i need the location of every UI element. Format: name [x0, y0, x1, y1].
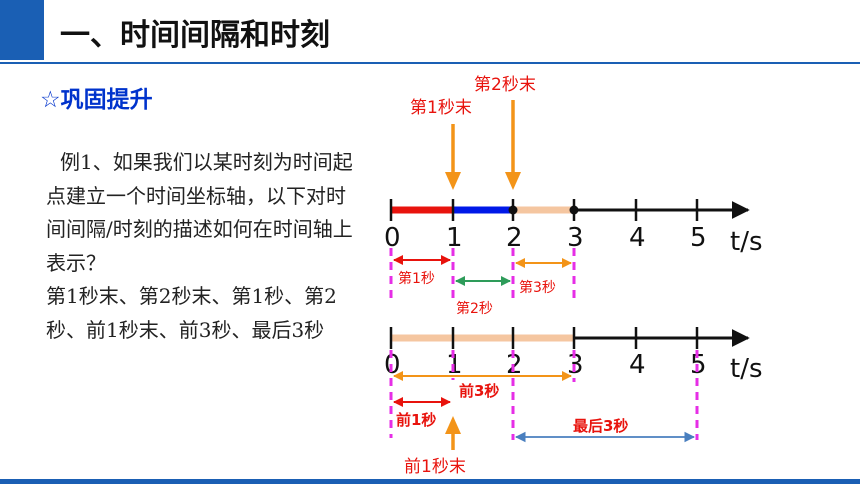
axis2-ticks	[389, 327, 699, 349]
label-first-second: 第1秒	[398, 270, 435, 287]
label-end-of-second-1: 第1秒末	[410, 98, 472, 118]
axis1-tick-4: 4	[629, 223, 646, 253]
arrow-end-of-first-second-head	[445, 416, 461, 434]
label-end-of-second-2: 第2秒末	[474, 75, 536, 95]
axis1-point-2	[508, 205, 518, 215]
axis1-point-3	[569, 205, 579, 215]
axis1-tick-2: 2	[506, 223, 523, 253]
label-last-three-seconds: 最后3秒	[573, 417, 628, 435]
label-end-of-first-second: 前1秒末	[404, 457, 466, 477]
label-second-second: 第2秒	[456, 300, 493, 317]
example-question: 例1、如果我们以某时刻为时间起点建立一个时间坐标轴，以下对时间间隔/时刻的描述如…	[46, 150, 353, 275]
section-heading: ☆巩固提升	[40, 87, 153, 113]
axis2-tick-4: 4	[629, 350, 646, 380]
label-third-second: 第3秒	[519, 279, 556, 296]
title-divider	[0, 62, 860, 64]
axis1-tick-1: 1	[446, 223, 463, 253]
axis2-guides	[389, 350, 699, 440]
page-title: 一、时间间隔和时刻	[60, 18, 330, 53]
axis2-unit: t/s	[730, 354, 763, 384]
axis1-tick-5: 5	[690, 223, 707, 253]
example-items: 第1秒末、第2秒末、第1秒、第2秒、前1秒末、前3秒、最后3秒	[46, 284, 337, 342]
arrow-end-of-second-1-head	[445, 172, 461, 190]
axis1-tick-3: 3	[567, 223, 584, 253]
axis1-unit: t/s	[730, 227, 763, 257]
footer-bar	[0, 479, 860, 484]
label-first-three-seconds: 前3秒	[459, 382, 499, 400]
title-accent-bar	[0, 0, 44, 60]
arrow-end-of-second-2-head	[505, 172, 521, 190]
axis1-guides	[389, 248, 576, 304]
label-first-one-second: 前1秒	[396, 411, 436, 429]
example-text: 例1、如果我们以某时刻为时间起点建立一个时间坐标轴，以下对时间间隔/时刻的描述如…	[46, 146, 361, 347]
axis1-tick-0: 0	[384, 223, 401, 253]
